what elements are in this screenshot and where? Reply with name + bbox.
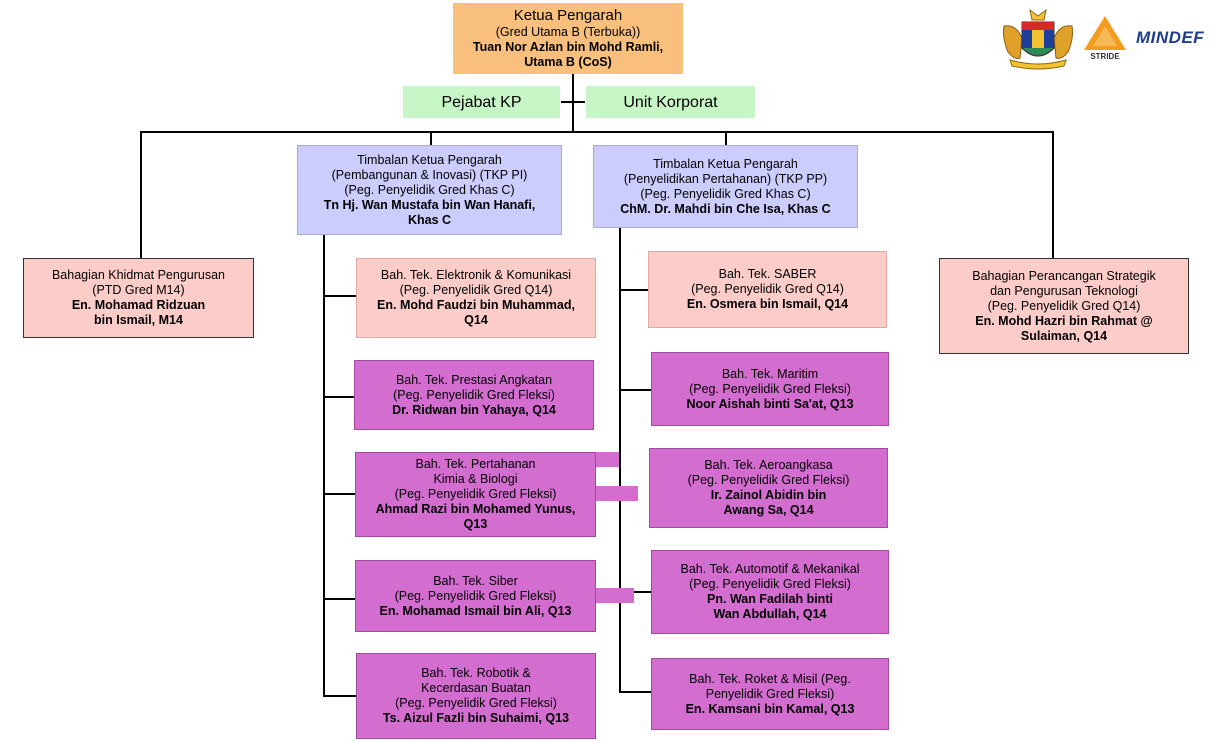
unit-head-name-2: Wan Abdullah, Q14 <box>713 607 827 621</box>
unit-prestasi-angkatan[interactable]: Bah. Tek. Prestasi Angkatan (Peg. Penyel… <box>354 360 594 430</box>
unit-head-name-2: Awang Sa, Q14 <box>723 503 814 517</box>
unit-title-2: Kimia & Biologi <box>433 472 518 486</box>
unit-head-name: En. Mohamad Ismail bin Ali, Q13 <box>379 603 572 618</box>
unit-title: Bah. Tek. Robotik & <box>421 666 531 680</box>
unit-head-name-2: Q13 <box>463 517 488 531</box>
unit-title: Bah. Tek. Pertahanan <box>415 457 536 471</box>
unit-elektronik-komunikasi[interactable]: Bah. Tek. Elektronik & Komunikasi (Peg. … <box>356 258 596 338</box>
stride-wordmark: STRIDE <box>1090 52 1120 61</box>
ketua-pengarah-grade: (Gred Utama B (Terbuka)) <box>495 25 641 39</box>
unit-grade: (Peg. Penyelidik Gred Fleksi) <box>393 387 555 402</box>
unit-grade: (Peg. Penyelidik Gred Q14) <box>691 282 844 296</box>
unit-title: Bah. Tek. Prestasi Angkatan <box>395 372 553 387</box>
bkp-name-2: bin Ismail, M14 <box>94 313 183 327</box>
tkp-pp-name: ChM. Dr. Mahdi bin Che Isa, Khas C <box>620 201 831 216</box>
tkp-pp-line1: Timbalan Ketua Pengarah <box>653 156 798 171</box>
unit-title: Bah. Tek. Elektronik & Komunikasi <box>380 268 572 282</box>
pejabat-kp-box[interactable]: Pejabat KP <box>403 86 560 118</box>
bkp-line1: Bahagian Khidmat Pengurusan <box>51 268 226 282</box>
ketua-pengarah-title: Ketua Pengarah <box>513 7 623 24</box>
unit-grade: (Peg. Penyelidik Gred Fleksi) <box>394 588 557 603</box>
mindef-wordmark: MINDEF <box>1136 28 1205 47</box>
unit-head-name: Ir. Zainol Abidin bin <box>710 488 827 502</box>
stride-logo: STRIDE <box>1082 14 1128 64</box>
tkp-pi-name: Tn Hj. Wan Mustafa bin Wan Hanafi, <box>323 197 536 212</box>
unit-head-name-2: Q14 <box>464 313 488 327</box>
unit-automotif-mekanikal[interactable]: Bah. Tek. Automotif & Mekanikal (Peg. Pe… <box>651 550 889 634</box>
unit-grade: Penyelidik Gred Fleksi) <box>705 686 835 701</box>
bkp-name: En. Mohamad Ridzuan <box>71 298 206 312</box>
unit-head-name: En. Mohd Faudzi bin Muhammad, <box>377 298 575 312</box>
unit-head-name: En. Kamsani bin Kamal, Q13 <box>685 701 855 716</box>
bpst-line3: (Peg. Penyelidik Gred Q14) <box>987 298 1141 313</box>
unit-head-name: Pn. Wan Fadilah binti <box>707 592 833 606</box>
unit-grade: (Peg. Penyelidik Gred Q14) <box>399 283 553 297</box>
unit-roket-misil[interactable]: Bah. Tek. Roket & Misil (Peg. Penyelidik… <box>651 658 889 730</box>
unit-title: Bah. Tek. Aeroangkasa <box>704 458 833 472</box>
unit-maritim[interactable]: Bah. Tek. Maritim (Peg. Penyelidik Gred … <box>651 352 889 426</box>
unit-title: Bah. Tek. SABER <box>718 267 817 281</box>
unit-title: Bah. Tek. Maritim <box>721 366 819 381</box>
tkp-pp-box[interactable]: Timbalan Ketua Pengarah (Penyelidikan Pe… <box>593 145 858 228</box>
unit-head-name: Noor Aishah binti Sa'at, Q13 <box>686 396 854 411</box>
unit-head-name: Ahmad Razi bin Mohamed Yunus, <box>375 502 576 516</box>
unit-siber[interactable]: Bah. Tek. Siber (Peg. Penyelidik Gred Fl… <box>355 560 596 632</box>
unit-grade: (Peg. Penyelidik Gred Fleksi) <box>687 473 850 487</box>
tkp-pi-name-2: Khas C <box>407 212 452 227</box>
unit-grade: (Peg. Penyelidik Gred Fleksi) <box>395 696 557 710</box>
bpst-name: En. Mohd Hazri bin Rahmat @ <box>975 313 1153 328</box>
ketua-pengarah-name-2: Utama B (CoS) <box>524 55 612 69</box>
unit-saber[interactable]: Bah. Tek. SABER (Peg. Penyelidik Gred Q1… <box>648 251 887 328</box>
coat-of-arms-logo <box>1000 8 1076 70</box>
unit-title: Bah. Tek. Automotif & Mekanikal <box>680 562 860 576</box>
ketua-pengarah-box[interactable]: Ketua Pengarah (Gred Utama B (Terbuka)) … <box>453 3 683 74</box>
unit-grade: (Peg. Penyelidik Gred Fleksi) <box>689 577 851 591</box>
unit-head-name: Ts. Aizul Fazli bin Suhaimi, Q13 <box>382 711 570 725</box>
bpst-line1: Bahagian Perancangan Strategik <box>972 268 1156 283</box>
unit-korporat-box[interactable]: Unit Korporat <box>586 86 755 118</box>
unit-korporat-label: Unit Korporat <box>623 93 718 111</box>
pejabat-kp-label: Pejabat KP <box>441 93 522 111</box>
ketua-pengarah-name: Tuan Nor Azlan bin Mohd Ramli, <box>472 40 664 54</box>
bpst-name-2: Sulaiman, Q14 <box>1020 328 1108 343</box>
unit-grade: (Peg. Penyelidik Gred Fleksi) <box>689 381 851 396</box>
tkp-pp-line3: (Peg. Penyelidik Gred Khas C) <box>640 186 811 201</box>
unit-kimia-biologi[interactable]: Bah. Tek. Pertahanan Kimia & Biologi (Pe… <box>355 452 596 537</box>
bahagian-khidmat-pengurusan-box[interactable]: Bahagian Khidmat Pengurusan (PTD Gred M1… <box>23 258 254 338</box>
unit-grade: (Peg. Penyelidik Gred Fleksi) <box>394 487 557 501</box>
unit-head-name: En. Osmera bin Ismail, Q14 <box>686 297 849 311</box>
bahagian-perancangan-strategik-box[interactable]: Bahagian Perancangan Strategik dan Pengu… <box>939 258 1189 354</box>
mindef-logo: MINDEF <box>1136 28 1222 48</box>
tkp-pp-line2: (Penyelidikan Pertahanan) (TKP PP) <box>623 171 828 186</box>
unit-head-name: Dr. Ridwan bin Yahaya, Q14 <box>392 402 556 417</box>
tkp-pi-line1: Timbalan Ketua Pengarah <box>357 152 502 167</box>
unit-robotik-kecerdasan-buatan[interactable]: Bah. Tek. Robotik & Kecerdasan Buatan (P… <box>356 653 596 739</box>
unit-title-2: Kecerdasan Buatan <box>421 681 531 695</box>
tkp-pi-box[interactable]: Timbalan Ketua Pengarah (Pembangunan & I… <box>297 145 562 235</box>
unit-aeroangkasa[interactable]: Bah. Tek. Aeroangkasa (Peg. Penyelidik G… <box>649 448 888 528</box>
tkp-pi-line2: (Pembangunan & Inovasi) (TKP PI) <box>331 167 528 182</box>
bpst-line2: dan Pengurusan Teknologi <box>990 283 1138 298</box>
bkp-line2: (PTD Gred M14) <box>92 283 185 297</box>
unit-title: Bah. Tek. Siber <box>433 573 518 588</box>
unit-title: Bah. Tek. Roket & Misil (Peg. <box>689 671 851 686</box>
tkp-pi-line3: (Peg. Penyelidik Gred Khas C) <box>344 182 515 197</box>
